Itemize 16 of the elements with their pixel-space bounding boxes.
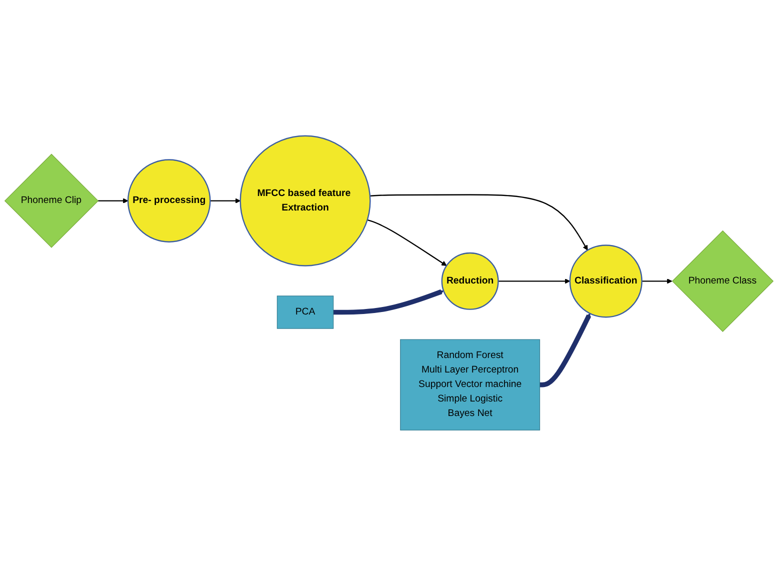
arrow <box>498 278 570 284</box>
arrow <box>98 198 128 204</box>
node-circle: Pre- processing <box>127 159 211 242</box>
node-circle: Reduction <box>441 252 499 310</box>
node-diamond: Phoneme Class <box>672 230 774 332</box>
node-circle: Classification <box>569 244 642 318</box>
node-box: Random Forest Multi Layer Perceptron Support Vector machine Simple Logistic Bayes Net <box>400 339 540 430</box>
node-circle: MFCC based feature Extraction <box>240 135 371 266</box>
arrow <box>210 198 241 204</box>
arrow <box>333 289 444 315</box>
arrow <box>642 278 672 284</box>
arrow <box>540 313 592 388</box>
arrow <box>370 194 588 250</box>
node-box: PCA <box>276 296 334 329</box>
arrow <box>367 219 447 266</box>
node-diamond: Phoneme Clip <box>4 154 99 248</box>
